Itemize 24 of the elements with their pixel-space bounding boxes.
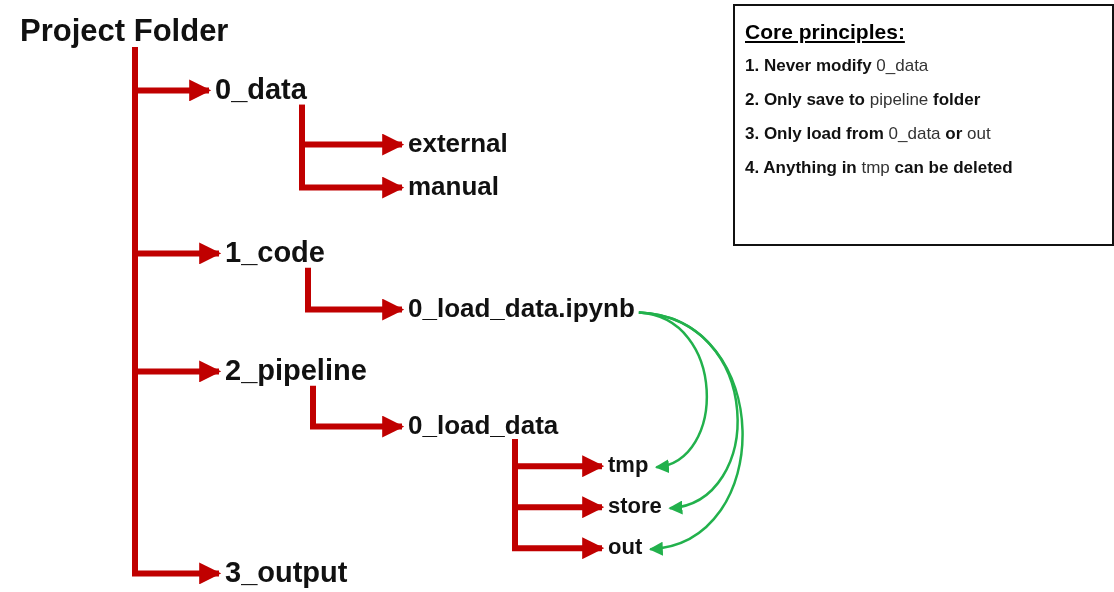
folder-name: 2_pipeline — [225, 353, 367, 388]
principle-text: 1. Never modify 0_data — [745, 56, 930, 76]
principle-text: 2. Only save to pipeline folder — [745, 90, 982, 110]
principle-text: 4. Anything in tmp can be deleted — [745, 158, 1014, 178]
folder-name: Project Folder — [20, 12, 229, 50]
file-name: 0_load_data.ipynb — [408, 293, 635, 325]
folder-name: 0_load_data — [408, 410, 559, 442]
folder-name: store — [608, 493, 662, 520]
principle-text: 3. Only load from 0_data or out — [745, 124, 992, 144]
principles-box — [733, 4, 1114, 246]
box-heading: Core principles: — [745, 20, 906, 44]
arrow — [638, 311, 744, 554]
arrow — [512, 439, 605, 560]
folder-name: external — [408, 128, 508, 160]
arrow — [305, 267, 405, 321]
arrow — [132, 47, 222, 585]
folder-name: tmp — [608, 452, 649, 479]
arrow — [310, 385, 405, 438]
folder-name: 1_code — [225, 235, 325, 270]
folder-name: 0_data — [215, 72, 307, 107]
folder-name: 3_output — [225, 555, 348, 590]
folder-name: out — [608, 534, 643, 561]
folder-name: manual — [408, 171, 500, 203]
arrow — [299, 104, 405, 199]
